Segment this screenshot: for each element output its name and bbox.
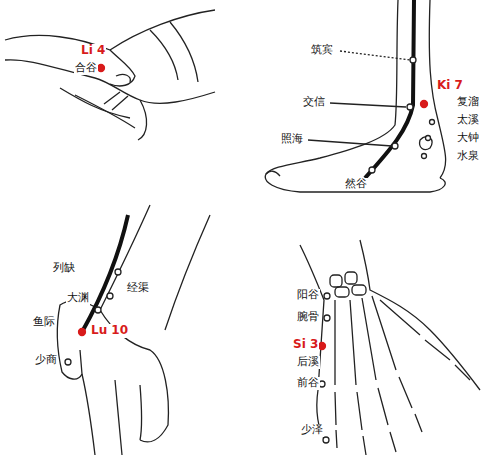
acupoint-dot	[65, 359, 71, 365]
point-name: 经渠	[126, 282, 150, 295]
hand-skeleton	[300, 240, 480, 455]
foot-figure	[265, 0, 445, 192]
point-name: 前谷	[296, 377, 320, 390]
leader-line	[330, 103, 406, 107]
point-name: 大渊	[66, 292, 90, 305]
acupoint-dot	[107, 293, 113, 299]
acupoint-dot	[426, 136, 431, 141]
point-name: 列缺	[52, 262, 76, 275]
acupoint-dot	[319, 343, 326, 350]
point-code: Ki 7	[436, 79, 464, 93]
point-name: 少泽	[300, 424, 324, 437]
acupoint-dot	[422, 154, 427, 159]
acupoint-dot	[324, 293, 330, 299]
forearm-figure	[57, 205, 210, 455]
meridian-line	[82, 215, 128, 332]
point-name: 复溜	[456, 96, 480, 109]
point-name: 后溪	[296, 356, 320, 369]
acupoint-dot	[324, 315, 330, 321]
acupoint-dot	[410, 57, 416, 63]
point-name: 然谷	[344, 178, 368, 191]
point-name: 交信	[302, 96, 326, 109]
hand-figure	[5, 10, 215, 140]
point-code: Lu 10	[90, 324, 129, 338]
acupoint-dot	[392, 143, 398, 149]
acupoint-dot	[98, 65, 105, 72]
point-name: 阳谷	[296, 289, 320, 302]
leader-line	[308, 140, 392, 146]
acupoint-dot	[430, 120, 435, 125]
acupoint-dot	[323, 437, 329, 443]
point-name: 筑宾	[310, 44, 334, 57]
point-name: 少商	[34, 354, 58, 367]
acupoint-dot	[421, 101, 428, 108]
point-name: 水泉	[456, 150, 480, 163]
point-name: 鱼际	[32, 316, 56, 329]
acupoint-dot	[369, 167, 375, 173]
acupoint-dot	[95, 307, 101, 313]
acupoint-dot	[79, 329, 86, 336]
acupoint-dot	[407, 104, 413, 110]
point-name: 合谷	[74, 62, 98, 75]
leader-line	[340, 51, 410, 60]
point-name: 太溪	[456, 114, 480, 127]
point-code: Si 3	[292, 338, 319, 352]
point-code: Li 4	[80, 44, 106, 58]
acupoint-dot	[115, 269, 121, 275]
meridian-line	[365, 0, 414, 178]
point-name: 大钟	[456, 132, 480, 145]
point-name: 照海	[280, 133, 304, 146]
point-name: 腕骨	[296, 311, 320, 324]
